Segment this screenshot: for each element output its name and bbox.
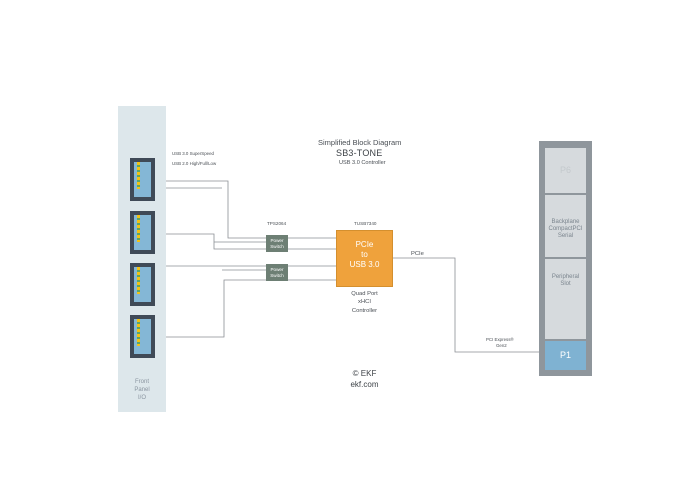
controller-chip-label: TUSB7340	[354, 221, 377, 226]
controller-line1: PCIe	[355, 240, 374, 249]
usb-superspeed-label: USB 3.0 SuperSpeed	[172, 151, 214, 156]
controller-line2: to	[361, 250, 368, 259]
wire-pcie	[393, 257, 539, 353]
backplane-compactpci-serial: Backplane CompactPCI Serial	[545, 195, 586, 257]
controller-desc-3: Controller	[351, 308, 378, 314]
peripheral-slot: Peripheral Slot	[545, 259, 586, 339]
usb-contacts-icon	[137, 162, 140, 189]
controller-desc-2: xHCI	[358, 299, 371, 305]
wire-port1-ss	[154, 180, 266, 239]
ekf-website: ekf.com	[350, 380, 379, 389]
controller-desc-1: Quad Port	[351, 291, 378, 297]
power-switch-chip-label: TPS2064	[267, 221, 287, 226]
backplane-label-1: Backplane	[551, 219, 580, 225]
slot-p6: P6	[545, 148, 586, 193]
pci-express-label: PCI Express®	[486, 337, 514, 342]
backplane-label-3: Serial	[557, 233, 574, 239]
usb-port-3	[130, 263, 155, 306]
front-panel: Front Panel I/O	[118, 106, 166, 412]
product-name: SB3-TONE	[336, 148, 383, 158]
wire-port2-ss	[154, 233, 266, 250]
wire-port4-ss	[154, 279, 266, 338]
pci-express-gen-label: Gen2	[496, 343, 507, 348]
usb-port-4	[130, 315, 155, 358]
diagram-title: Simplified Block Diagram	[318, 138, 402, 147]
power-switch-2-line2: Switch	[270, 272, 284, 278]
backplane-label-2: CompactPCI	[548, 226, 583, 232]
power-switch-2: Power Switch	[266, 264, 288, 281]
usb-contacts-icon	[137, 267, 140, 294]
power-switch-1: Power Switch	[266, 235, 288, 252]
usb-port-2	[130, 211, 155, 254]
usb-controller-block: PCIe to USB 3.0	[336, 230, 393, 287]
usb-port-1	[130, 158, 155, 201]
copyright-ekf: © EKF	[352, 369, 377, 378]
front-panel-label-2: Panel	[134, 387, 150, 393]
slot-p1: P1	[545, 341, 586, 370]
diagram-subtitle: USB 3.0 Controller	[339, 160, 386, 166]
usb-contacts-icon	[137, 319, 140, 346]
power-switch-2-line1: Power	[270, 266, 284, 272]
copyright-block: © EKF ekf.com	[336, 368, 393, 390]
power-switch-1-line1: Power	[270, 237, 284, 243]
controller-line3: USB 3.0	[349, 260, 380, 269]
front-panel-label-1: Front	[134, 379, 149, 385]
usb-contacts-icon	[137, 215, 140, 242]
peripheral-label-1: Peripheral	[551, 274, 580, 280]
peripheral-label-2: Slot	[560, 281, 571, 287]
pcie-link-label: PCIe	[411, 251, 424, 257]
front-panel-label-3: I/O	[137, 395, 146, 401]
power-switch-1-line2: Switch	[270, 243, 284, 249]
compactpci-backplane: P6 Backplane CompactPCI Serial Periphera…	[539, 141, 592, 376]
usb-highspeed-label: USB 2.0 High/Full/Low	[172, 161, 217, 166]
